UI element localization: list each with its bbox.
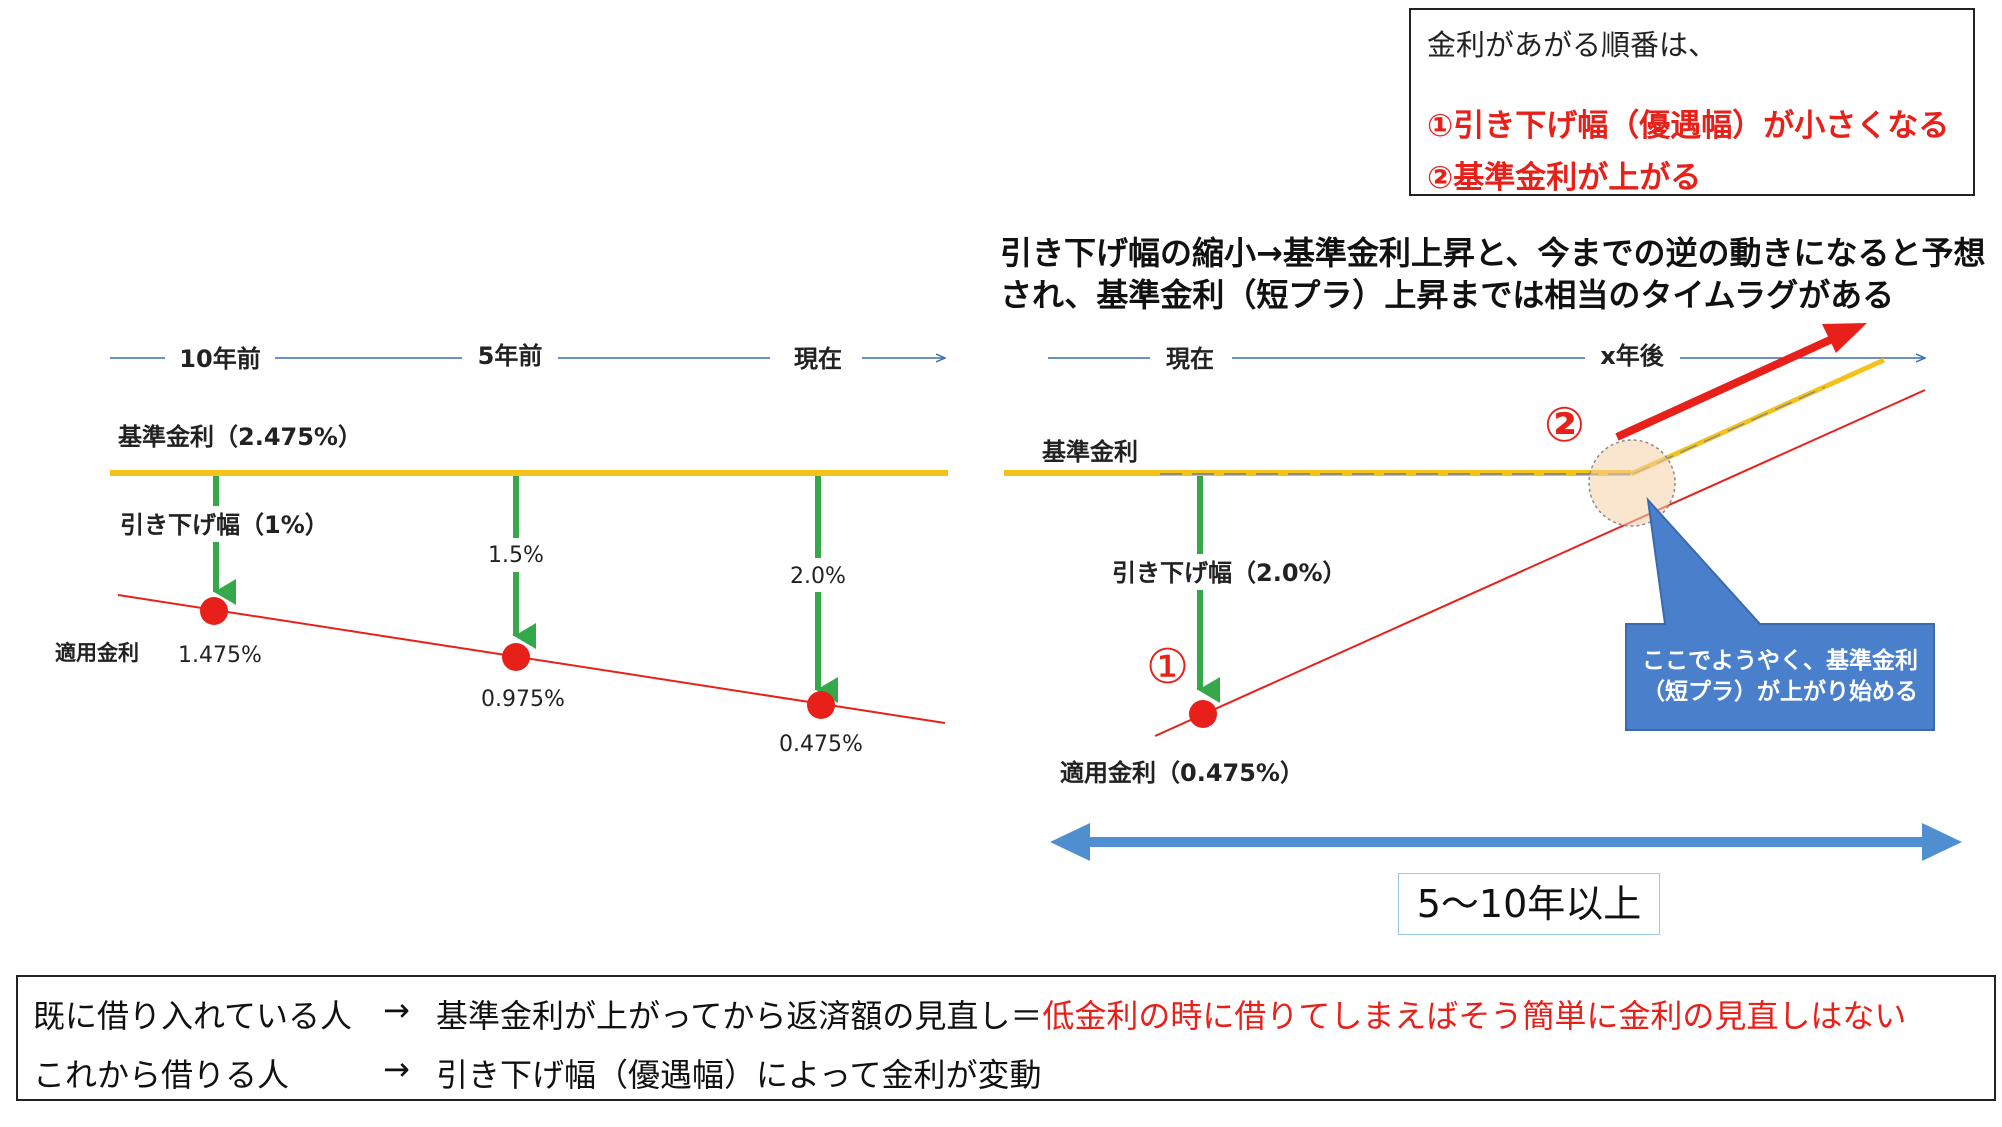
marker-2: ② [1544,397,1585,453]
right-reduction-label: 引き下げ幅（2.0%） [1112,559,1347,587]
turning-point-highlight [1588,439,1676,527]
summary-row-1: 既に借り入れている人 [33,991,352,1037]
right-timeline-label-1: 現在 [1166,345,1214,373]
left-rate-value-2: 0.975% [481,687,565,712]
callout-line-2: （短プラ）が上がり始める [1642,679,1918,705]
left-timeline-label-2: 5年前 [478,342,543,370]
left-rate-dot-3 [807,691,835,719]
summary-row-1-desc: 基準金利が上がってから返済額の見直し＝低金利の時に借りてしまえばそう簡単に金利の… [436,991,1906,1037]
left-rate-dot-2 [502,643,530,671]
headline-line-1: 引き下げ幅の縮小→基準金利上昇と、今までの逆の動きになると予想 [1000,234,1986,272]
note-line-3: ②基準金利が上がる [1427,160,1702,196]
headline-line-2: され、基準金利（短プラ）上昇までは相当のタイムラグがある [1000,276,1895,314]
note-line-2: ①引き下げ幅（優遇幅）が小さくなる [1427,108,1950,144]
left-reduction-label-1: 引き下げ幅（1%） [120,511,329,539]
headline: 引き下げ幅の縮小→基準金利上昇と、今までの逆の動きになると予想 され、基準金利（… [1000,232,1986,316]
left-rate-value-3: 0.475% [779,732,863,757]
left-timeline-label-1: 10年前 [179,345,260,373]
callout-bubble [1625,496,1935,731]
right-rate-dot [1189,700,1217,728]
note-box: 金利があがる順番は、 ①引き下げ幅（優遇幅）が小さくなる ②基準金利が上がる [1409,8,1975,196]
left-applied-rate-label: 適用金利 [55,641,139,665]
summary-box: 既に借り入れている人 → 基準金利が上がってから返済額の見直し＝低金利の時に借り… [16,975,1996,1101]
left-timeline: 10年前 5年前 現在 [110,342,945,373]
summary-row-1-highlight: 低金利の時に借りてしまえばそう簡単に金利の見直しはない [1042,997,1907,1035]
summary-row-2-who: これから借りる人 [33,1056,290,1094]
marker-1: ① [1146,639,1189,695]
note-line-1: 金利があがる順番は、 [1427,28,1718,62]
summary-row-1-who: 既に借り入れている人 [33,997,353,1035]
callout-line-1: ここでようやく、基準金利 [1642,648,1918,674]
left-base-rate-label: 基準金利（2.475%） [118,423,362,451]
summary-row-1-arrow: → [383,991,410,1029]
right-base-rate-label: 基準金利 [1042,438,1138,466]
left-applied-rate-line [117,594,946,724]
left-reduction-label-2: 1.5% [488,543,544,568]
summary-row-2-desc: 引き下げ幅（優遇幅）によって金利が変動 [436,1056,1042,1094]
summary-row-1-text: 基準金利が上がってから返済額の見直し＝ [436,997,1043,1035]
period-label: 5～10年以上 [1398,873,1660,935]
summary-row-2: これから借りる人 [33,1050,289,1096]
right-timeline-label-2: x年後 [1600,342,1664,370]
left-timeline-label-3: 現在 [794,345,842,373]
right-timeline: 現在 x年後 [1048,342,1925,373]
callout-text: ここでようやく、基準金利 （短プラ）が上がり始める [1626,626,1934,728]
right-applied-rate-line [1154,389,1926,737]
summary-row-2-arrow: → [383,1050,410,1088]
right-applied-rate-label: 適用金利（0.475%） [1060,759,1304,787]
left-rate-value-1: 1.475% [178,643,262,668]
left-reduction-label-3: 2.0% [790,564,846,589]
period-arrow [1050,823,1962,861]
rise-arrow [1615,323,1867,441]
left-rate-dot-1 [200,597,228,625]
